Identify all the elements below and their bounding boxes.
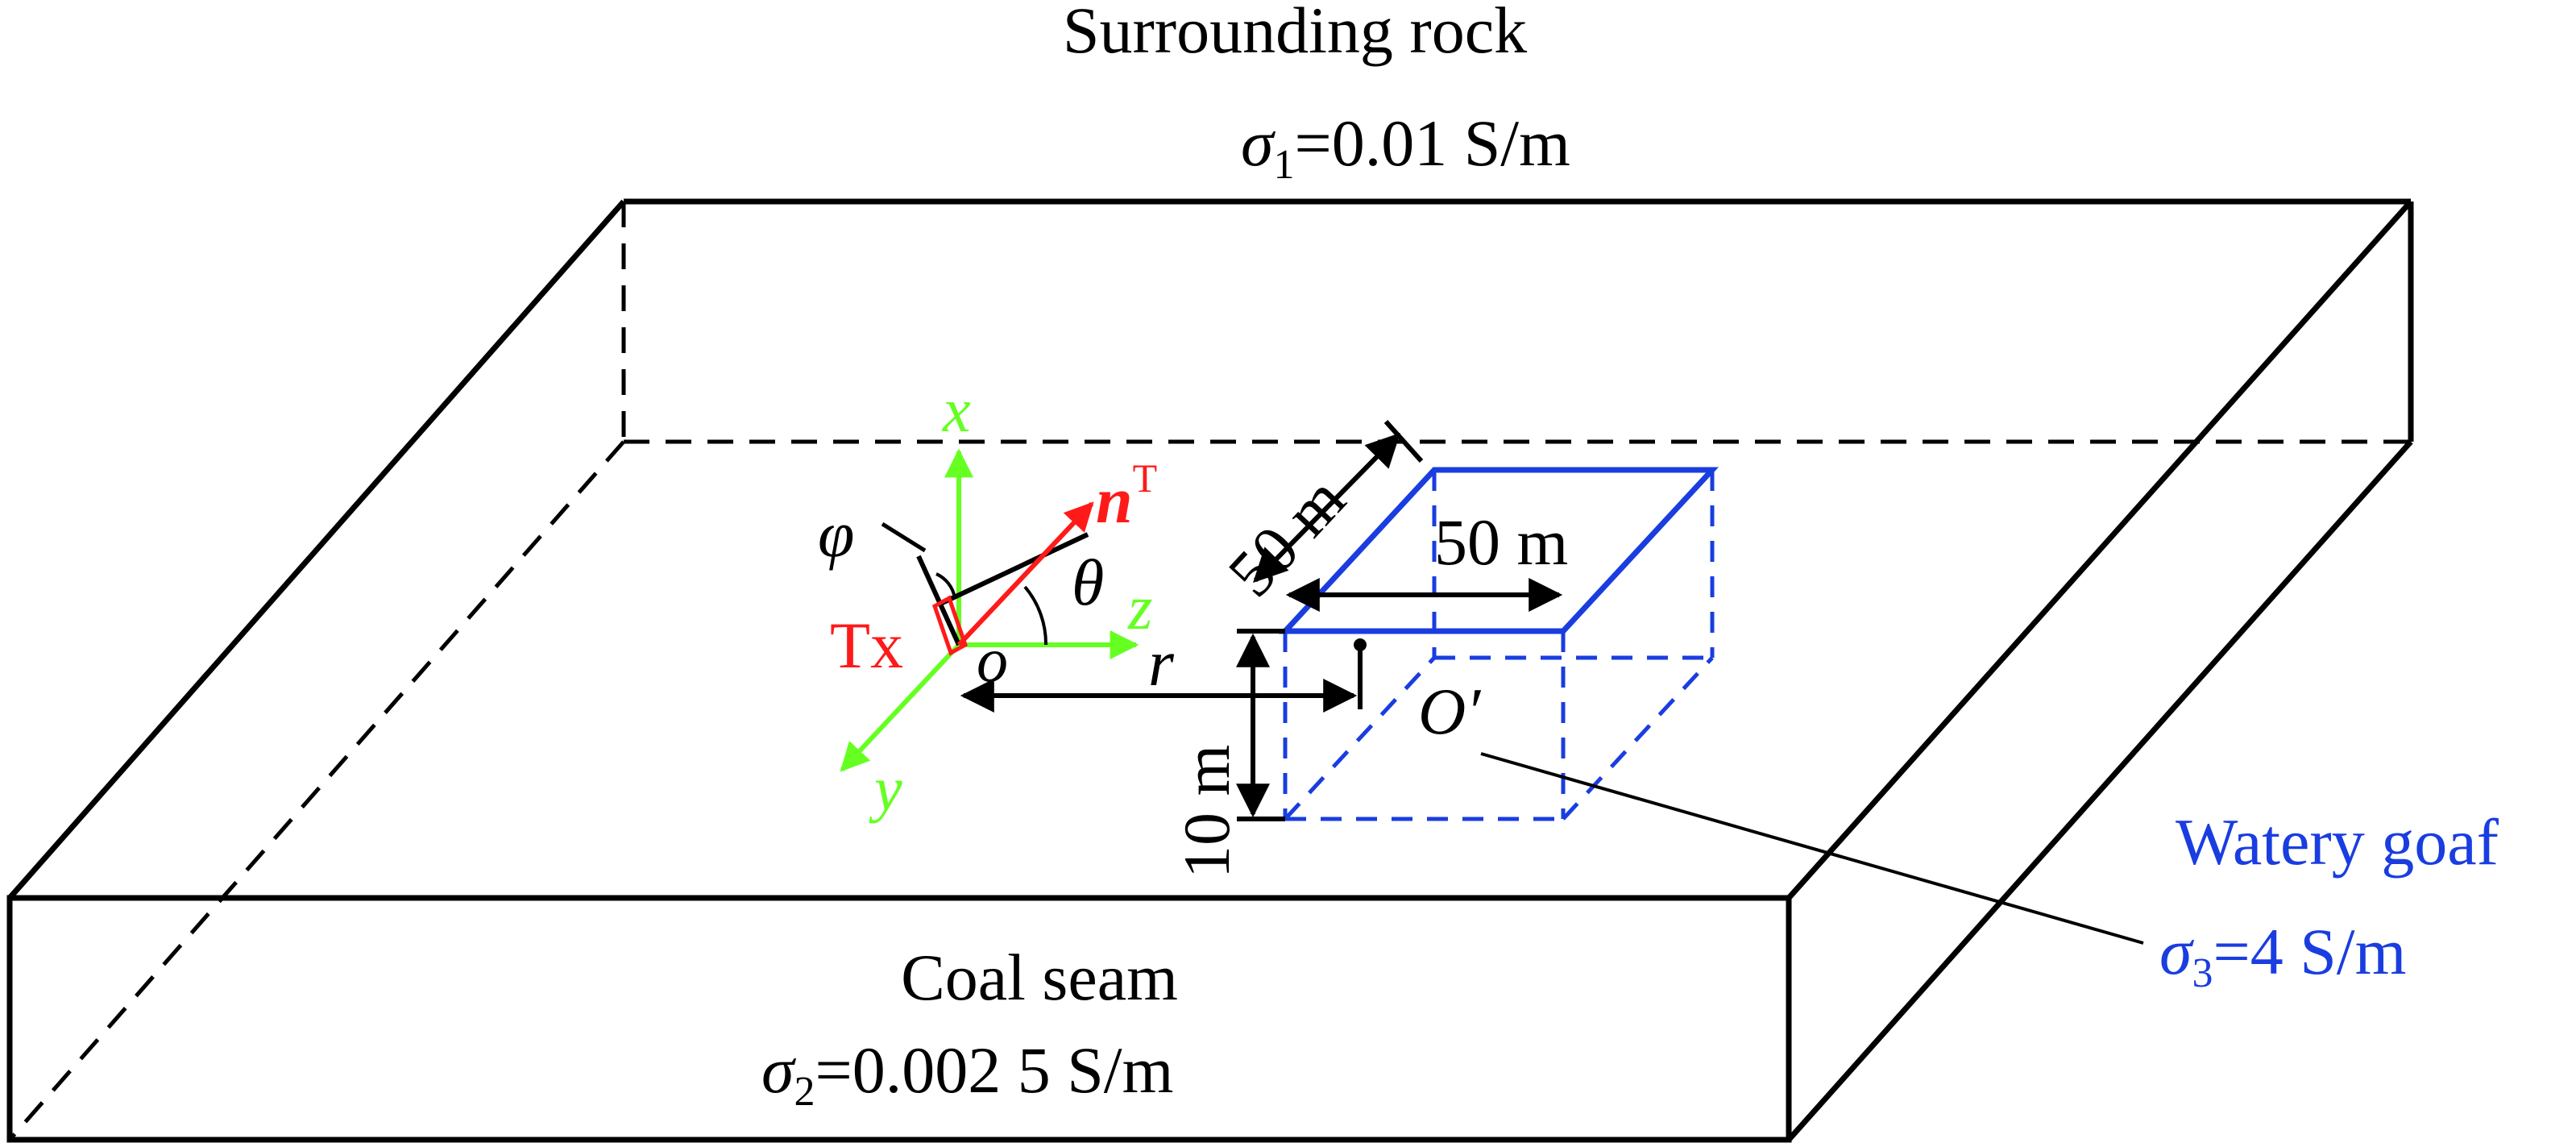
origin-label: o (977, 625, 1008, 695)
theta-arc (1023, 585, 1048, 646)
normal-vector-arrow (956, 501, 1094, 647)
width-dimension-arrow (1253, 433, 1400, 583)
surrounding-rock-conductivity: σ1=0.01 S/m (1241, 106, 1570, 188)
transmitter-normal-projection (937, 532, 1089, 607)
goaf-leader-line (1480, 752, 2144, 945)
right-bottom-edge (1786, 439, 2413, 1142)
top-left-edge (7, 199, 626, 900)
coal-seam-title: Coal seam (901, 941, 1178, 1014)
distance-r-label: r (1148, 626, 1175, 700)
x-axis-label: x (942, 375, 971, 445)
coal-seam-box (6, 198, 2414, 1143)
front-face (6, 895, 1792, 1143)
surrounding-rock-title: Surrounding rock (1063, 0, 1527, 67)
goaf-length-label: 50 m (1434, 505, 1568, 579)
transmitter-coil (931, 595, 969, 656)
transmitter-geometry (881, 501, 1094, 656)
goaf-width-label: 50 m (1214, 463, 1359, 611)
goaf-height-label: 10 m (1170, 745, 1243, 879)
phi-label: φ (818, 497, 854, 571)
goaf-center-label: O′ (1418, 675, 1481, 748)
coal-seam-hidden-edges (8, 202, 2411, 1141)
phi-arc (935, 572, 956, 599)
normal-vector-label: nT (1096, 455, 1157, 537)
coal-seam-conductivity: σ2=0.002 5 S/m (761, 1033, 1173, 1115)
transmitter-plane-line (916, 555, 961, 646)
y-axis-arrow (840, 642, 961, 772)
y-axis-label: y (869, 754, 902, 824)
goaf-title: Watery goaf (2176, 805, 2499, 879)
top-right-edge (1786, 199, 2413, 900)
theta-label: θ (1072, 546, 1104, 619)
goaf-conductivity: σ3=4 S/m (2159, 915, 2406, 996)
z-axis-label: z (1127, 572, 1152, 642)
goaf-center-dot (1354, 638, 1367, 651)
transmitter-label: Tx (830, 609, 903, 682)
dimension-lines (960, 419, 2144, 945)
